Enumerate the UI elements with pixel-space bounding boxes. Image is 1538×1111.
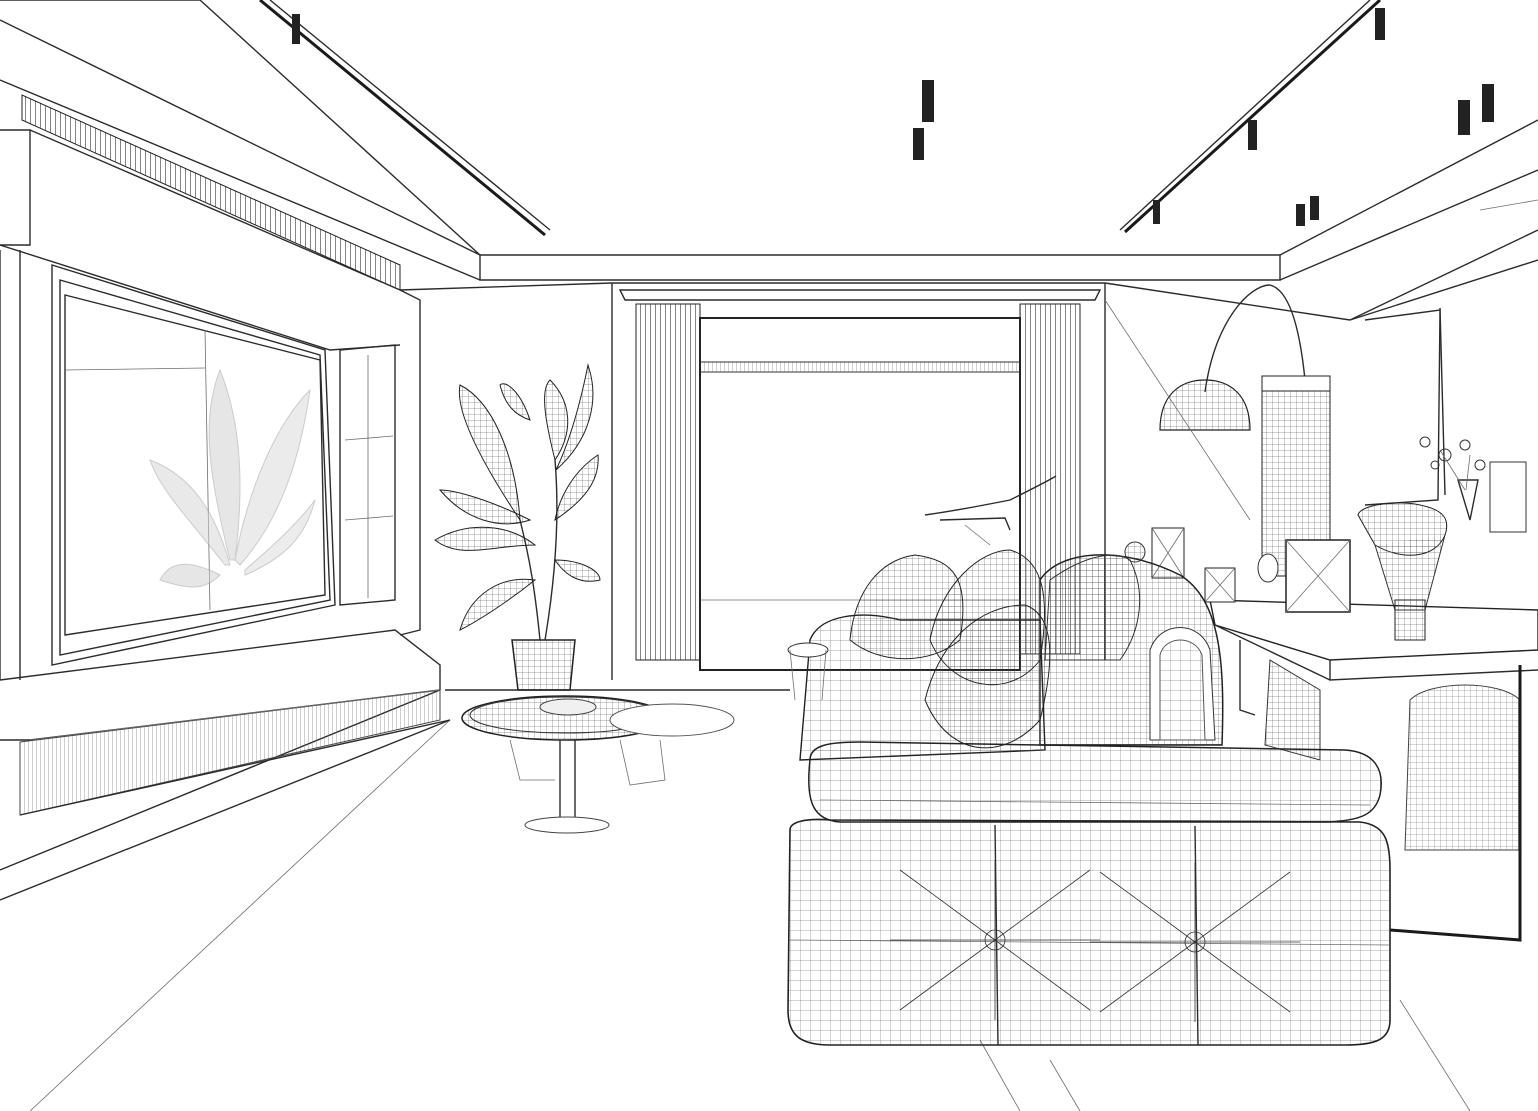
sofa [787, 541, 1391, 1046]
potted-plant [434, 363, 601, 691]
spotlight-icon [292, 14, 300, 44]
track-light-right [1119, 0, 1385, 234]
pendant-spotlights [913, 80, 1494, 226]
dining-table [1209, 599, 1538, 942]
flower-vase [1419, 436, 1527, 533]
tuft-button-left [890, 860, 1100, 1020]
tv-plant-reflection [149, 368, 316, 588]
side-stool [787, 642, 829, 701]
dining-chair-near [1264, 659, 1521, 851]
coffee-table [461, 695, 735, 834]
tv-console [0, 629, 441, 741]
left-wall [0, 94, 451, 816]
curtain-left [635, 303, 701, 661]
tuft-button-right [1090, 862, 1300, 1022]
tv-frame [51, 264, 336, 666]
lounge-chair [924, 475, 1057, 546]
track-light-left [259, 0, 551, 237]
dining-chair-far [1357, 502, 1448, 641]
